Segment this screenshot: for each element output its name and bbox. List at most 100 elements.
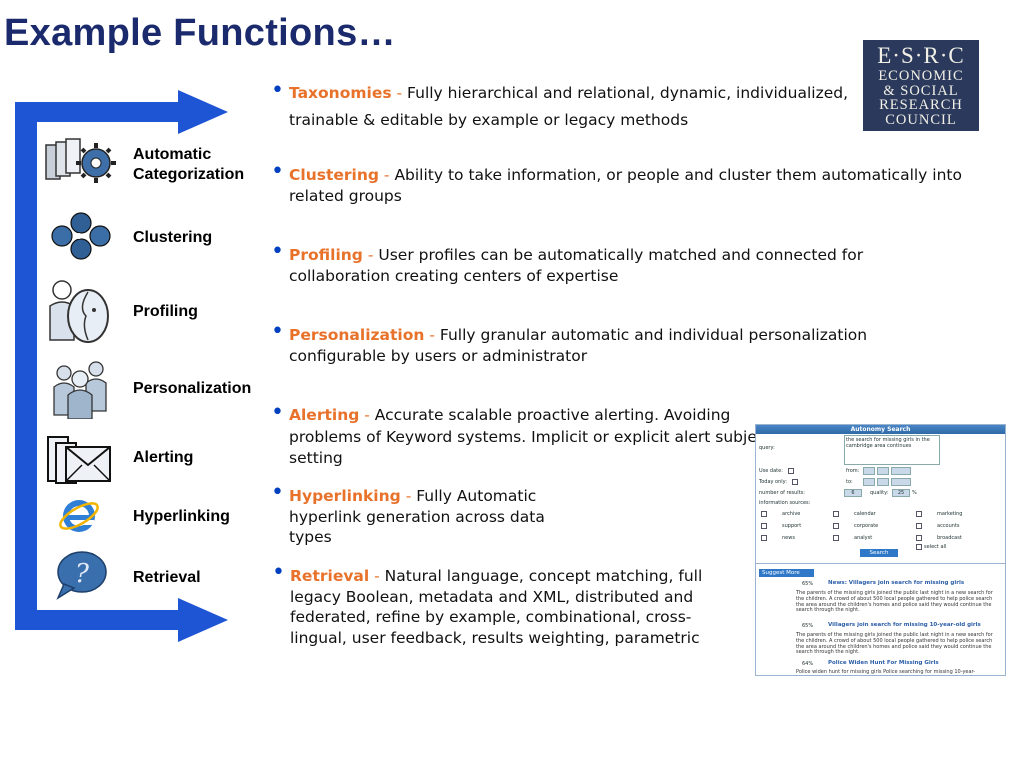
bullet-keyword: Hyperlinking: [289, 487, 401, 505]
query-input[interactable]: the search for missing girls in the camb…: [844, 435, 940, 465]
bullet-dash: -: [396, 84, 403, 102]
to-month-field[interactable]: [877, 478, 889, 486]
source-checkbox[interactable]: [833, 535, 839, 541]
bullet-text: Fully hierarchical and relational, dynam…: [289, 84, 849, 129]
source-checkbox[interactable]: [761, 511, 767, 517]
source-news: news: [782, 535, 795, 541]
people-icon: [53, 361, 107, 419]
source-archive: archive: [782, 511, 801, 517]
bullet-text: Accurate scalable proactive alerting. Av…: [289, 406, 772, 467]
source-checkbox[interactable]: [761, 523, 767, 529]
bullet-dot: •: [271, 400, 284, 425]
envelopes-icon: [47, 436, 111, 484]
quality-unit: %: [912, 490, 917, 496]
page-title: Example Functions…: [4, 12, 396, 54]
help-bubble-icon: ?: [56, 551, 107, 600]
bullet-dot: •: [271, 480, 284, 505]
bullet-text: Ability to take information, or people a…: [289, 166, 962, 205]
result-title[interactable]: News: Villagers join search for missing …: [828, 580, 965, 586]
bullet-dot: •: [271, 319, 284, 344]
profile-head-icon: [49, 280, 109, 343]
bullet-keyword: Personalization: [289, 326, 425, 344]
source-checkbox[interactable]: [833, 511, 839, 517]
bullet-keyword: Clustering: [289, 166, 379, 184]
bullet-dash: -: [383, 166, 390, 184]
bullet-clustering: • Clustering - Ability to take informati…: [271, 161, 979, 206]
bullet-personalization: • Personalization - Fully granular autom…: [271, 321, 949, 366]
suggest-more-button[interactable]: Suggest More: [759, 569, 814, 577]
from-day-field[interactable]: [863, 467, 875, 475]
search-app-header: Autonomy Search: [756, 425, 1005, 434]
source-corporate: corporate: [854, 523, 879, 529]
bullet-dot: •: [271, 78, 284, 103]
from-month-field[interactable]: [877, 467, 889, 475]
source-checkbox[interactable]: [761, 535, 767, 541]
bullet-text: User profiles can be automatically match…: [289, 246, 864, 285]
result-item[interactable]: 64% Police Widen Hunt For Missing Girls …: [756, 659, 1005, 675]
bullet-dash: -: [367, 246, 374, 264]
result-title[interactable]: Police Widen Hunt For Missing Girls: [828, 660, 939, 666]
source-checkbox[interactable]: [833, 523, 839, 529]
result-title[interactable]: Villagers join search for missing 10-yea…: [828, 622, 981, 628]
result-snippet: Police widen hunt for missing girls Poli…: [796, 669, 976, 675]
today-only-label: Today only:: [759, 479, 787, 485]
feature-label-personalization: Personalization: [133, 380, 252, 397]
result-snippet: The parents of the missing girls joined …: [796, 632, 993, 656]
cluster-icon: [51, 212, 111, 260]
bullet-keyword: Alerting: [289, 406, 360, 424]
quality-label: quality:: [870, 490, 889, 496]
feature-label-hyperlinking: Hyperlinking: [133, 508, 230, 525]
today-only-checkbox[interactable]: [792, 479, 798, 485]
source-analyst: analyst: [854, 535, 873, 541]
feature-label-retrieval: Retrieval: [133, 569, 201, 586]
source-checkbox[interactable]: [916, 523, 922, 529]
bullet-dot: •: [271, 159, 284, 184]
num-results-select[interactable]: 6: [844, 489, 862, 497]
bullet-dash: -: [364, 406, 370, 424]
internet-explorer-icon: [59, 500, 99, 532]
logo-line-2: ECONOMIC: [878, 68, 964, 84]
source-support: support: [782, 523, 802, 529]
bullet-dash: -: [374, 567, 380, 585]
from-label: from:: [846, 468, 860, 474]
quality-input[interactable]: 25: [892, 489, 910, 497]
top-arrow-shape: [15, 90, 228, 642]
to-year-field[interactable]: [891, 478, 911, 486]
use-date-checkbox[interactable]: [788, 468, 794, 474]
source-checkbox[interactable]: [916, 535, 922, 541]
source-checkbox[interactable]: [916, 511, 922, 517]
bullet-keyword: Taxonomies: [289, 84, 392, 102]
bullet-keyword: Profiling: [289, 246, 363, 264]
from-year-field[interactable]: [891, 467, 911, 475]
select-all-checkbox[interactable]: [916, 544, 922, 550]
esrc-logo: E·S·R·C ECONOMIC & SOCIAL RESEARCH COUNC…: [863, 40, 979, 131]
result-snippet: The parents of the missing girls joined …: [796, 590, 993, 614]
to-day-field[interactable]: [863, 478, 875, 486]
to-label: to:: [846, 479, 853, 485]
feature-label-clustering: Clustering: [133, 229, 213, 246]
bullet-dash: -: [429, 326, 435, 344]
result-score: 64%: [802, 661, 814, 667]
bracket-arrow-graphic: [15, 90, 228, 642]
num-results-label: number of results:: [759, 490, 805, 496]
logo-line-5: COUNCIL: [885, 111, 957, 128]
result-score: 65%: [802, 581, 814, 587]
bullet-text: Fully granular automatic and individual …: [289, 326, 868, 365]
search-button[interactable]: Search: [860, 549, 898, 557]
bullet-profiling: • Profiling - User profiles can be autom…: [271, 241, 939, 286]
bullet-taxonomies: • Taxonomies - Fully hierarchical and re…: [271, 78, 859, 134]
logo-line-3: & SOCIAL: [883, 82, 959, 99]
source-calendar: calendar: [854, 511, 876, 517]
bullet-alerting: • Alerting - Accurate scalable proactive…: [271, 402, 777, 470]
result-item[interactable]: 65% News: Villagers join search for miss…: [756, 579, 1005, 619]
source-marketing: marketing: [937, 511, 963, 517]
bullet-retrieval: • Retrieval - Natural language, concept …: [272, 562, 740, 648]
feature-label-profiling: Profiling: [133, 303, 198, 320]
bullet-dash: -: [405, 487, 412, 505]
select-all-label: select all: [924, 544, 947, 550]
result-item[interactable]: 65% Villagers join search for missing 10…: [756, 621, 1005, 661]
use-date-label: Use date:: [759, 468, 783, 474]
query-label: query:: [759, 445, 775, 451]
result-score: 65%: [802, 623, 814, 629]
bullet-dot: •: [272, 560, 285, 585]
